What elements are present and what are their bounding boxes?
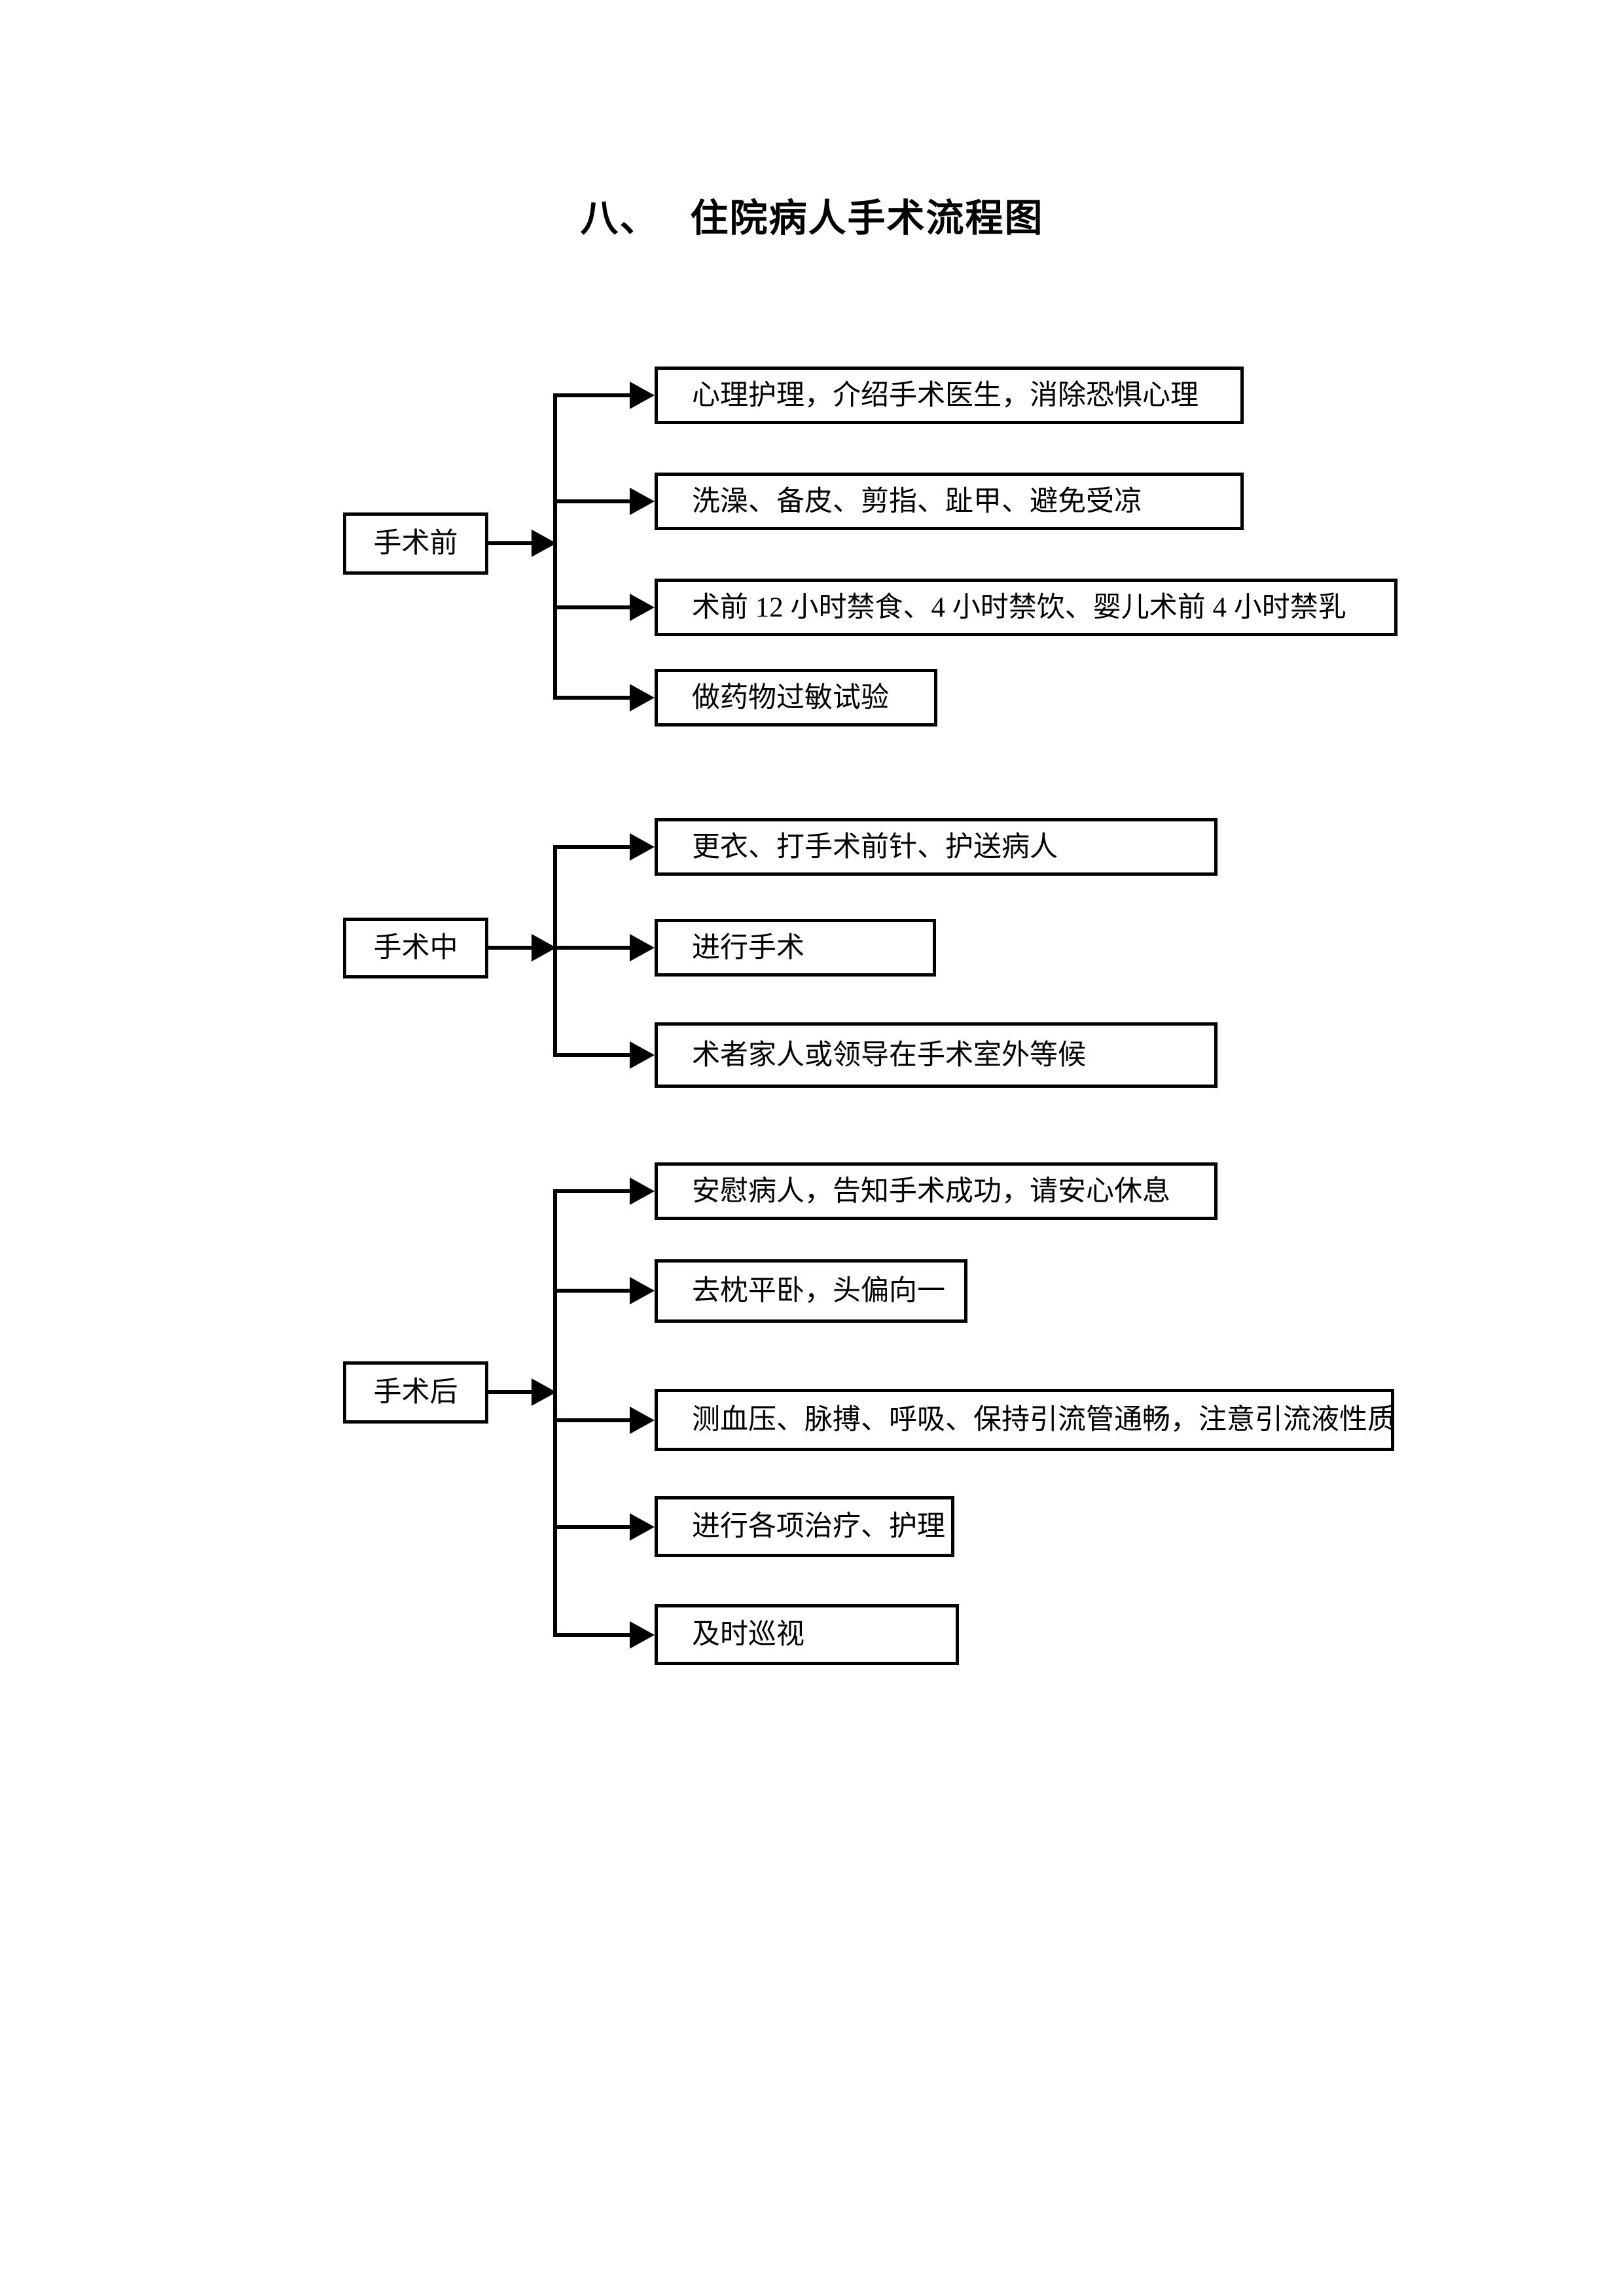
phase-box-before-surgery: 手术前 [343,512,488,575]
arrowhead-icon [630,1513,655,1541]
step-label: 更衣、打手术前针、护送病人 [692,831,1058,863]
connector-after-surgery [488,1177,655,1649]
step-family-waiting: 术者家人或领导在手术室外等候 [655,1022,1218,1088]
phase-box-after-surgery: 手术后 [343,1361,488,1424]
connector-before-surgery [488,382,655,711]
arrowhead-icon [630,1277,655,1304]
step-label: 术者家人或领导在手术室外等候 [692,1039,1086,1071]
step-label: 术前 12 小时禁食、4 小时禁饮、婴儿术前 4 小时禁乳 [692,592,1346,623]
step-label: 心理护理，介绍手术医生，消除恐惧心理 [692,380,1199,411]
step-label: 及时巡视 [692,1619,804,1650]
step-label: 安慰病人，告知手术成功，请安心休息 [692,1175,1170,1207]
step-label: 洗澡、备皮、剪指、趾甲、避免受凉 [692,486,1142,517]
arrowhead-icon [532,529,556,557]
arrowhead-icon [630,382,655,409]
phase-label: 手术后 [373,1377,458,1408]
arrowhead-icon [630,833,655,861]
arrowhead-icon [630,684,655,711]
phase-box-during-surgery: 手术中 [343,918,488,978]
step-preop-fasting: 术前 12 小时禁食、4 小时禁饮、婴儿术前 4 小时禁乳 [655,579,1398,636]
step-psychological-care: 心理护理，介绍手术医生，消除恐惧心理 [655,367,1244,424]
step-comfort-patient: 安慰病人，告知手术成功，请安心休息 [655,1162,1218,1220]
phase-label: 手术中 [373,933,458,963]
arrowhead-icon [630,1407,655,1434]
page-title-number: 八、 [580,197,659,240]
arrowhead-icon [532,934,556,961]
page-title-text: 住院病人手术流程图 [690,197,1044,240]
arrowhead-icon [630,488,655,515]
step-monitor-vitals-drainage: 测血压、脉搏、呼吸、保持引流管通畅，注意引流液性质 [655,1389,1396,1451]
arrowhead-icon [630,594,655,621]
arrowhead-icon [630,1041,655,1069]
step-bath-skin-prep: 洗澡、备皮、剪指、趾甲、避免受凉 [655,473,1244,530]
step-treatments-nursing: 进行各项治疗、护理 [655,1496,954,1557]
arrowhead-icon [630,1177,655,1205]
arrowhead-icon [630,1621,655,1649]
step-label: 进行手术 [692,932,804,963]
step-label: 测血压、脉搏、呼吸、保持引流管通畅，注意引流液性质 [692,1405,1396,1435]
arrowhead-icon [630,934,655,961]
arrowhead-icon [532,1378,556,1406]
step-drug-allergy-test: 做药物过敏试验 [655,669,937,726]
step-timely-patrol: 及时巡视 [655,1604,959,1665]
step-change-clothes-escort: 更衣、打手术前针、护送病人 [655,818,1218,876]
phase-label: 手术前 [373,528,458,559]
page-title: 八、 住院病人手术流程图 [0,187,1624,242]
step-perform-surgery: 进行手术 [655,919,936,977]
step-label: 做药物过敏试验 [692,682,889,713]
step-lie-flat-head-side: 去枕平卧，头偏向一 [655,1259,967,1323]
step-label: 进行各项治疗、护理 [692,1511,945,1542]
connector-during-surgery [488,833,655,1069]
step-label: 去枕平卧，头偏向一 [692,1276,945,1306]
